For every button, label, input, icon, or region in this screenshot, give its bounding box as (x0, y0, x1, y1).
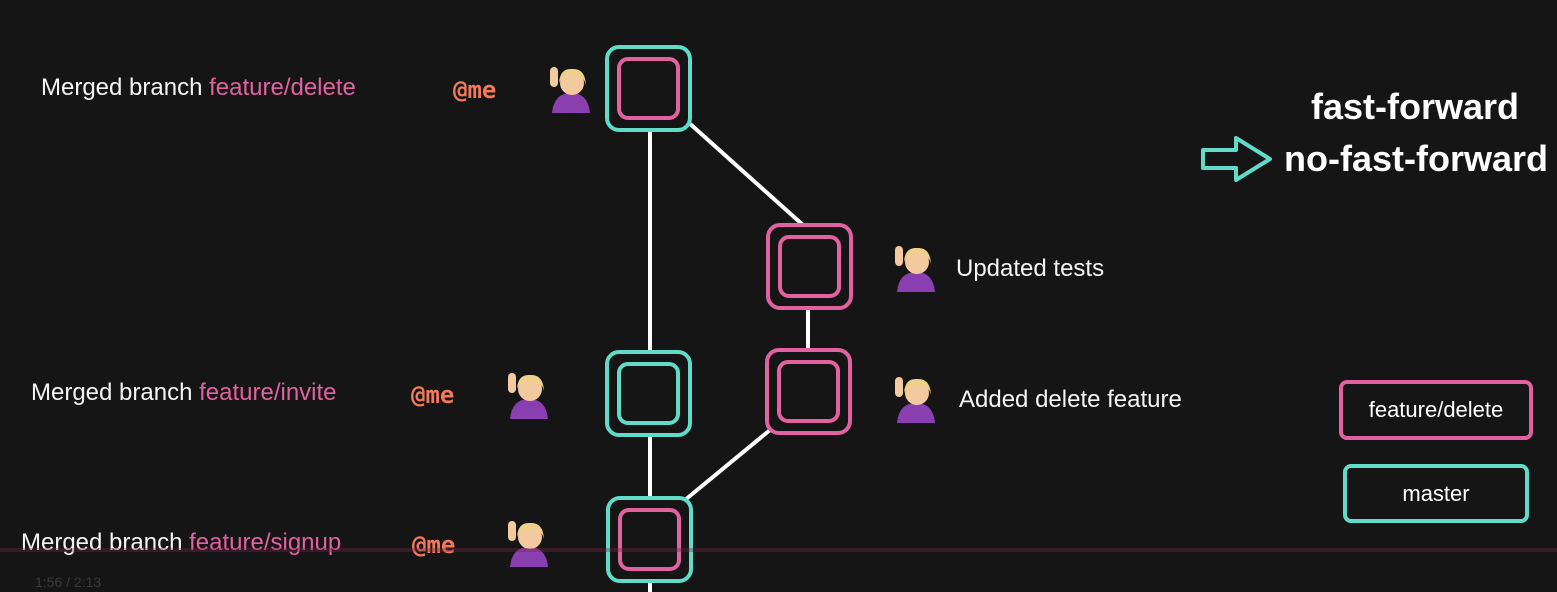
author-tag: @me (411, 381, 455, 409)
edge-merge-to-updated-tests (686, 120, 805, 227)
branch-name: feature/invite (199, 379, 337, 406)
branch-name: feature/signup (189, 529, 342, 556)
arrow-right-icon (1201, 136, 1272, 182)
mode-fast-forward: fast-forward (1311, 86, 1520, 127)
person-raising-hand-icon (508, 373, 548, 419)
commit-label-merge-delete: Merged branch feature/delete (41, 76, 356, 100)
video-timestamp: 1:56 / 2:13 (35, 574, 102, 590)
graph-edges (648, 120, 810, 592)
commit-label-merge-invite: Merged branch feature/invite (31, 381, 337, 405)
commit-node-updated-tests[interactable] (766, 223, 853, 310)
branch-name: feature/delete (209, 74, 356, 101)
commit-label-merge-signup: Merged branch feature/signup (21, 531, 341, 555)
person-raising-hand-icon (895, 377, 935, 423)
commit-message: Merged branch (41, 74, 210, 101)
video-controls: 1:56 / 2:13 (0, 568, 1557, 592)
commit-node-merge-signup[interactable] (606, 496, 693, 583)
author-tag: @me (412, 531, 456, 559)
video-progress-bar[interactable] (0, 548, 1557, 552)
commit-node-merge-delete[interactable] (605, 45, 692, 132)
commit-message: Merged branch (21, 529, 190, 556)
author-tag: @me (453, 76, 497, 104)
commit-label-added-delete: Added delete feature (959, 386, 1182, 413)
mode-no-fast-forward: no-fast-forward (1284, 138, 1548, 179)
legend-feature-branch: feature/delete (1339, 380, 1533, 440)
commit-message: Merged branch (31, 379, 200, 406)
commit-node-merge-invite[interactable] (605, 350, 692, 437)
legend-master-branch: master (1343, 464, 1529, 523)
commit-label-updated-tests: Updated tests (956, 255, 1105, 282)
person-raising-hand-icon (508, 521, 548, 567)
person-raising-hand-icon (895, 246, 935, 292)
person-raising-hand-icon (550, 67, 590, 113)
legend-master-label: master (1402, 480, 1470, 506)
legend-feature-label: feature/delete (1368, 397, 1504, 422)
commit-node-added-delete[interactable] (765, 348, 852, 435)
edge-added-delete-to-signup-merge (683, 428, 772, 502)
